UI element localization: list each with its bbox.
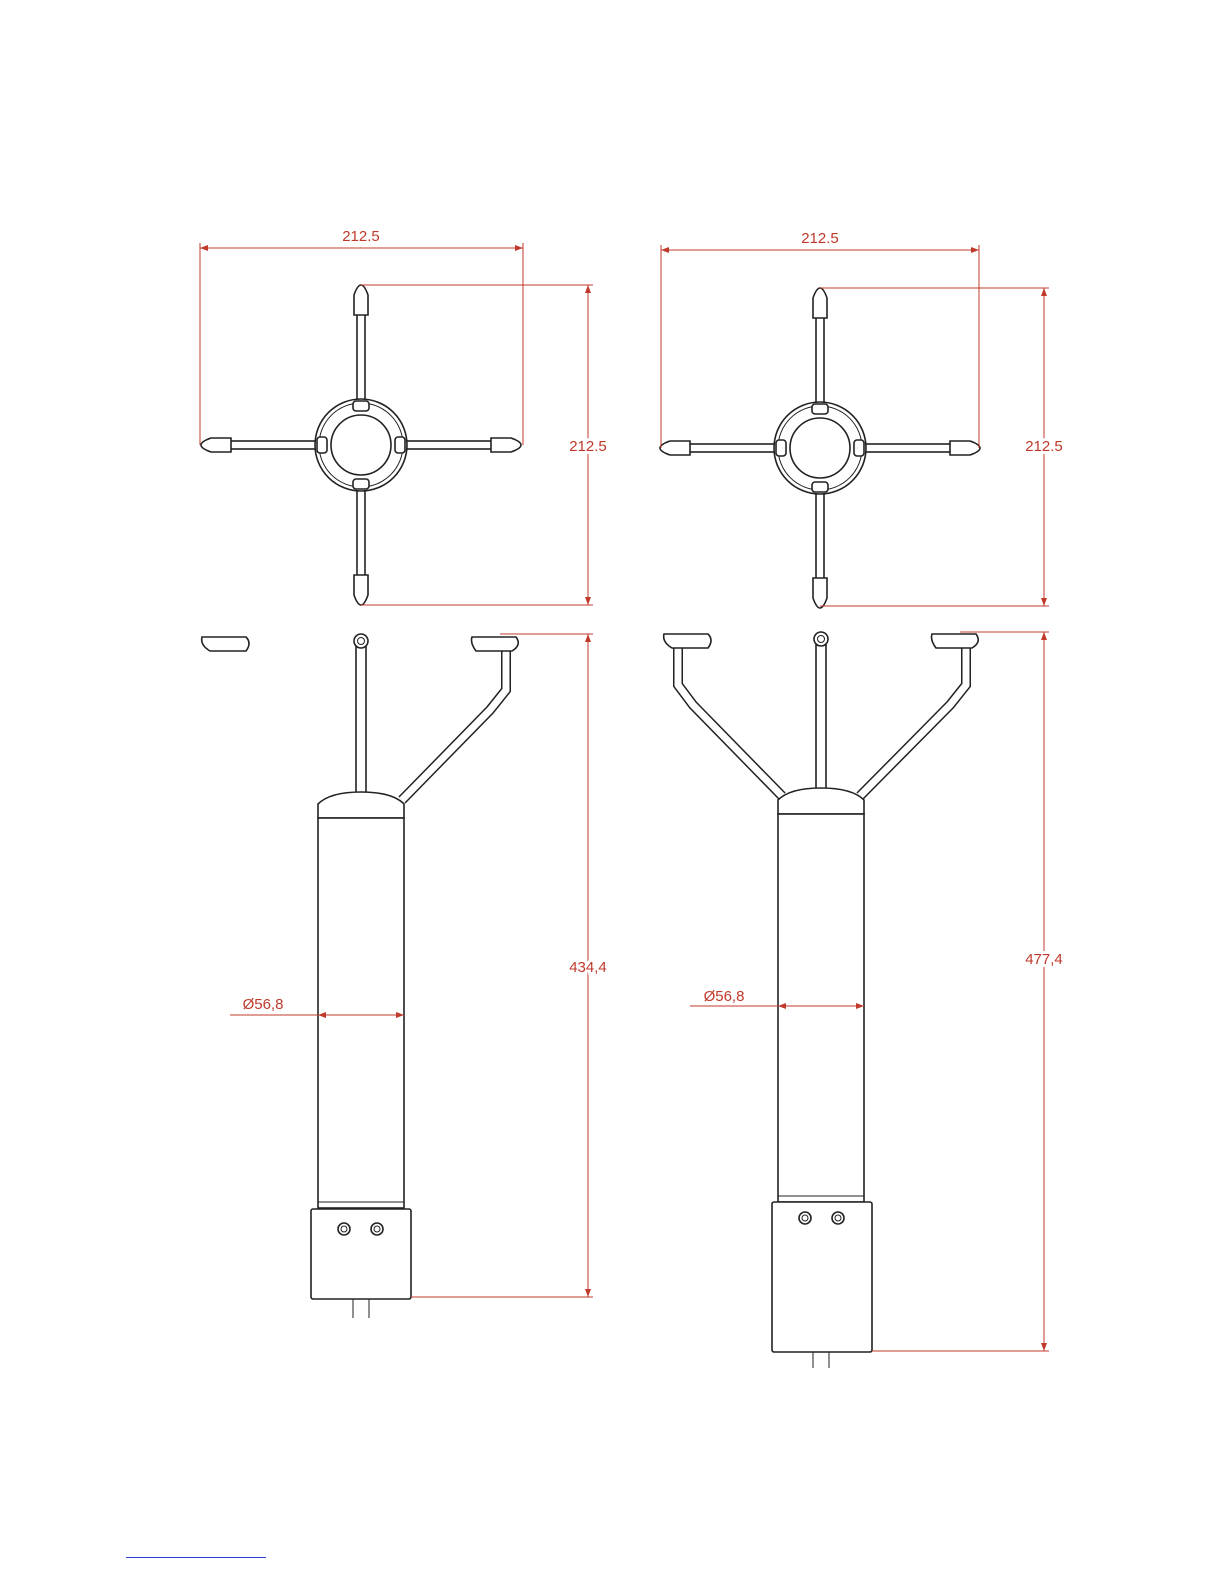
right-top-width-label: 212.5 — [801, 230, 839, 247]
left-top-view — [201, 285, 521, 605]
right-side-dimensions: 477,4 Ø56,8 — [690, 632, 1063, 1351]
footnote-separator — [126, 1557, 266, 1558]
right-top-view — [660, 288, 980, 608]
left-top-width-label: 212.5 — [342, 228, 380, 245]
right-side-height-label: 477,4 — [1025, 951, 1063, 968]
left-top-dimensions: 212.5 212.5 — [200, 228, 607, 605]
right-side-diameter-label: Ø56,8 — [704, 988, 745, 1005]
right-top-height-label: 212.5 — [1025, 438, 1063, 455]
left-top-height-label: 212.5 — [569, 438, 607, 455]
left-side-height-label: 434,4 — [569, 959, 607, 976]
right-model: 212.5 212.5 — [660, 230, 1063, 1368]
left-side-view — [202, 634, 519, 1318]
left-model: 212.5 212.5 — [200, 228, 607, 1318]
left-side-diameter-label: Ø56,8 — [243, 996, 284, 1013]
left-side-dimensions: 434,4 Ø56,8 — [230, 634, 607, 1297]
right-top-dimensions: 212.5 212.5 — [661, 230, 1063, 606]
